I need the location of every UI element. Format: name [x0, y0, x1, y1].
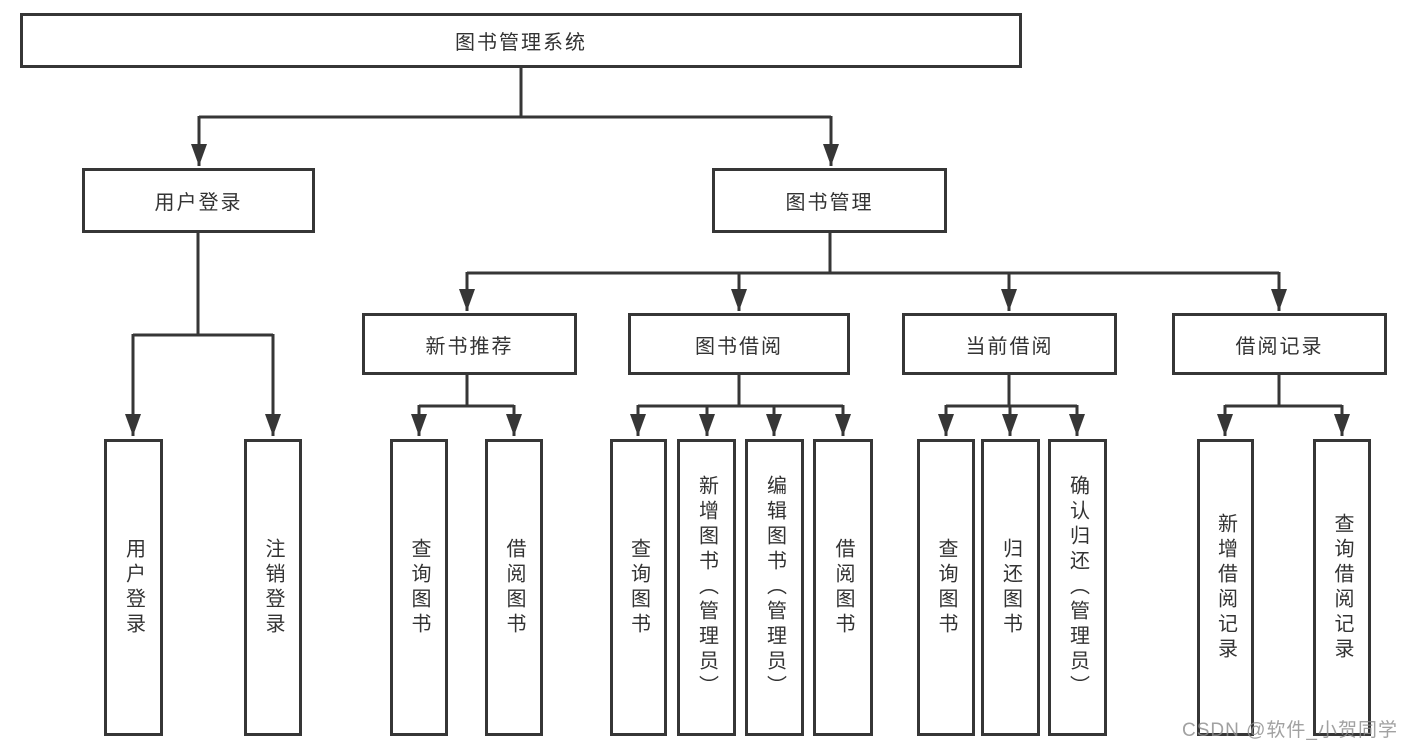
node-root: 图书管理系统 — [20, 13, 1022, 68]
node-label: 图书管理系统 — [455, 32, 587, 54]
node-return-books: 归还图书 — [981, 439, 1040, 736]
node-borrow-books: 借阅图书 — [813, 439, 873, 736]
node-label: 借阅图书 — [832, 537, 854, 638]
node-label: 查询借阅记录 — [1331, 512, 1353, 663]
node-label: 确认归还（管理员） — [1066, 475, 1089, 700]
node-label: 借阅记录 — [1235, 335, 1324, 358]
node-user-login: 用户登录 — [82, 168, 315, 233]
node-new-book-recommend: 新书推荐 — [362, 313, 577, 375]
node-label: 用户登录 — [122, 537, 145, 638]
connector-user-login-to-leaves — [125, 231, 281, 436]
node-label: 新增图书（管理员） — [695, 475, 718, 700]
node-query-books-borrow: 查询图书 — [610, 439, 667, 736]
connector-book-borrow-to-leaves — [630, 374, 851, 436]
node-label: 归还图书 — [999, 537, 1022, 638]
connector-borrow-records-to-leaves — [1217, 374, 1350, 436]
node-user-login-leaf: 用户登录 — [104, 439, 163, 736]
node-label: 查询图书 — [627, 537, 650, 638]
node-label: 查询图书 — [408, 537, 430, 638]
node-label: 注销登录 — [262, 537, 284, 638]
node-current-borrow: 当前借阅 — [902, 313, 1117, 375]
connector-current-borrow-to-leaves — [938, 374, 1085, 436]
node-label: 新增借阅记录 — [1214, 512, 1237, 663]
node-add-borrow-record: 新增借阅记录 — [1197, 439, 1254, 736]
connector-root-to-level2 — [191, 66, 839, 166]
node-book-borrow: 图书借阅 — [628, 313, 850, 375]
connector-book-management-to-level3 — [459, 231, 1287, 311]
node-borrow-books-recommend: 借阅图书 — [485, 439, 543, 736]
node-borrow-records: 借阅记录 — [1172, 313, 1387, 375]
node-add-books-admin: 新增图书（管理员） — [677, 439, 736, 736]
node-query-books-current: 查询图书 — [917, 439, 975, 736]
node-label: 查询图书 — [935, 537, 957, 638]
node-query-books-recommend: 查询图书 — [390, 439, 448, 736]
node-confirm-return-admin: 确认归还（管理员） — [1048, 439, 1107, 736]
node-label: 图书借阅 — [695, 335, 783, 358]
node-book-management: 图书管理 — [712, 168, 947, 233]
node-label: 当前借阅 — [965, 335, 1054, 358]
node-logout: 注销登录 — [244, 439, 302, 736]
node-label: 用户登录 — [154, 192, 243, 214]
node-label: 图书管理 — [785, 192, 874, 214]
node-edit-books-admin: 编辑图书（管理员） — [745, 439, 804, 736]
connector-new-book-to-leaves — [411, 374, 522, 436]
node-query-borrow-record: 查询借阅记录 — [1313, 439, 1371, 736]
watermark: CSDN @软件_小贺同学 — [1182, 720, 1398, 741]
node-label: 新书推荐 — [425, 335, 514, 358]
node-label: 编辑图书（管理员） — [763, 475, 786, 700]
node-label: 借阅图书 — [503, 537, 525, 638]
